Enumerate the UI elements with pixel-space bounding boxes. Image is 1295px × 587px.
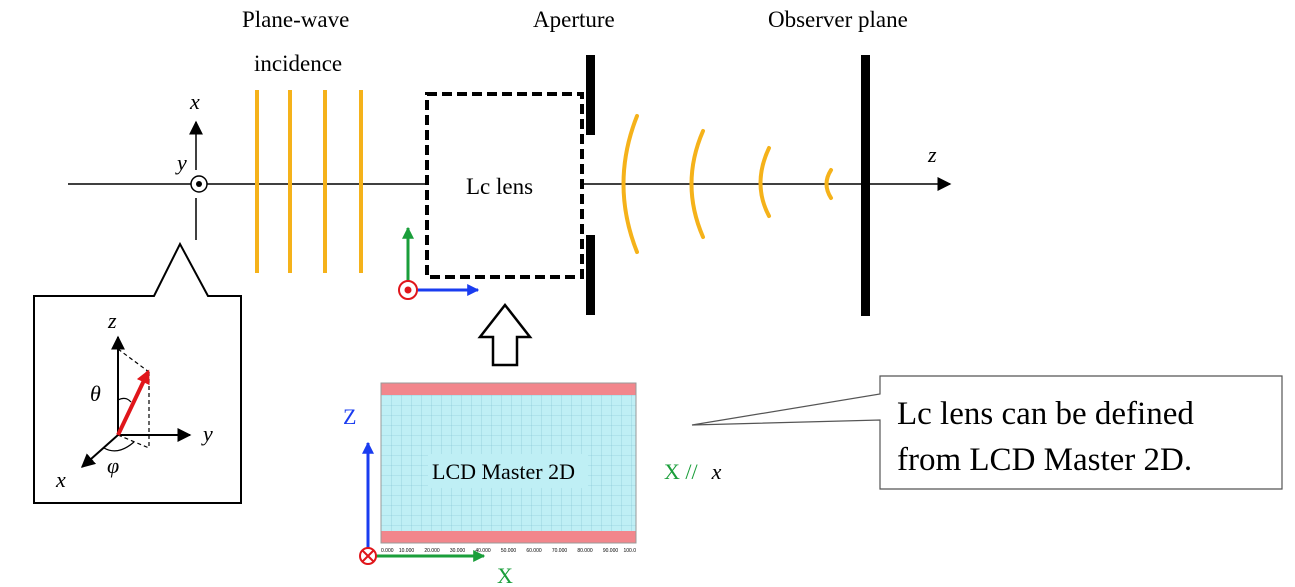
lcd-x-label: X xyxy=(497,563,513,587)
inset-direction-vector xyxy=(116,369,150,436)
inset-phi-arc xyxy=(103,441,135,452)
inset-theta-arc xyxy=(117,397,132,403)
wavefront-arc xyxy=(824,168,833,200)
wavefront-arc xyxy=(689,129,705,239)
lcd-title-bg xyxy=(428,454,588,488)
aperture-lower-plate xyxy=(586,235,595,315)
incidence-label: incidence xyxy=(254,51,342,76)
lcd-tick-label: 80.000 xyxy=(577,548,593,554)
inset-theta-label: θ xyxy=(90,381,101,406)
x-axis-label: x xyxy=(189,89,200,114)
lcd-tick-label: 60.000 xyxy=(526,548,542,554)
lens-local-y-out-icon xyxy=(398,280,418,300)
lcd-tick-label: 10.000 xyxy=(399,548,415,554)
lcd-tick-label: 90.000 xyxy=(603,548,619,554)
inset-y-label: y xyxy=(201,421,213,446)
aperture-upper-plate xyxy=(586,55,595,135)
y-out-of-page-icon xyxy=(190,175,208,193)
inset-x-axis xyxy=(80,434,119,468)
callout-line-1: Lc lens can be defined xyxy=(897,396,1194,432)
observer-plane-label: Observer plane xyxy=(768,7,908,32)
aperture-label: Aperture xyxy=(533,7,615,32)
inset-coordinate-system xyxy=(80,335,192,468)
text-callout-box xyxy=(691,375,1283,490)
lcd-tick-label: 40.000 xyxy=(475,548,491,554)
defines-lens-arrow-icon xyxy=(477,302,533,367)
lcd-bottom-band xyxy=(381,531,636,543)
lcd-master-panel xyxy=(380,382,637,544)
lcd-x-relation-text: X // xyxy=(664,459,699,484)
lcd-top-band xyxy=(381,383,636,395)
wavefront-arc xyxy=(621,114,639,254)
inset-dashed-proj-base xyxy=(117,434,150,449)
lcd-tick-label: 100.0 xyxy=(623,548,636,554)
lcd-z-label: Z xyxy=(343,404,356,429)
inset-z-label: z xyxy=(107,308,117,333)
lcd-tick-label: 0.000 xyxy=(381,548,394,554)
callout-line-2: from LCD Master 2D. xyxy=(897,442,1192,478)
lcd-tick-label: 70.000 xyxy=(552,548,568,554)
z-axis-label: z xyxy=(927,142,937,167)
wavefront-arc xyxy=(758,146,771,218)
lcd-title: LCD Master 2D xyxy=(432,459,575,484)
plane-wave-label: Plane-wave xyxy=(242,7,349,32)
lcd-x-relation: X // x xyxy=(664,459,722,484)
lcd-tick-label: 50.000 xyxy=(501,548,517,554)
lc-lens-box xyxy=(425,92,584,279)
lc-lens-label: Lc lens xyxy=(466,174,533,199)
diffracted-wavefronts xyxy=(621,114,833,254)
lcd-x-relation-var: x xyxy=(711,459,722,484)
y-axis-label: y xyxy=(175,150,187,175)
lcd-panel-border xyxy=(380,382,637,544)
lcd-tick-labels: 0.000 10.000 20.000 30.000 40.000 50.000 60.00… xyxy=(381,548,636,554)
lcd-tick-label: 30.000 xyxy=(450,548,466,554)
inset-callout-box xyxy=(33,241,242,504)
inset-x-label: x xyxy=(55,467,66,492)
inset-phi-label: φ xyxy=(107,453,119,478)
lcd-y-into-page-icon xyxy=(359,547,377,565)
lcd-tick-label: 20.000 xyxy=(424,548,440,554)
plane-wave-fronts xyxy=(255,90,363,273)
observer-plane-bar xyxy=(861,55,870,316)
